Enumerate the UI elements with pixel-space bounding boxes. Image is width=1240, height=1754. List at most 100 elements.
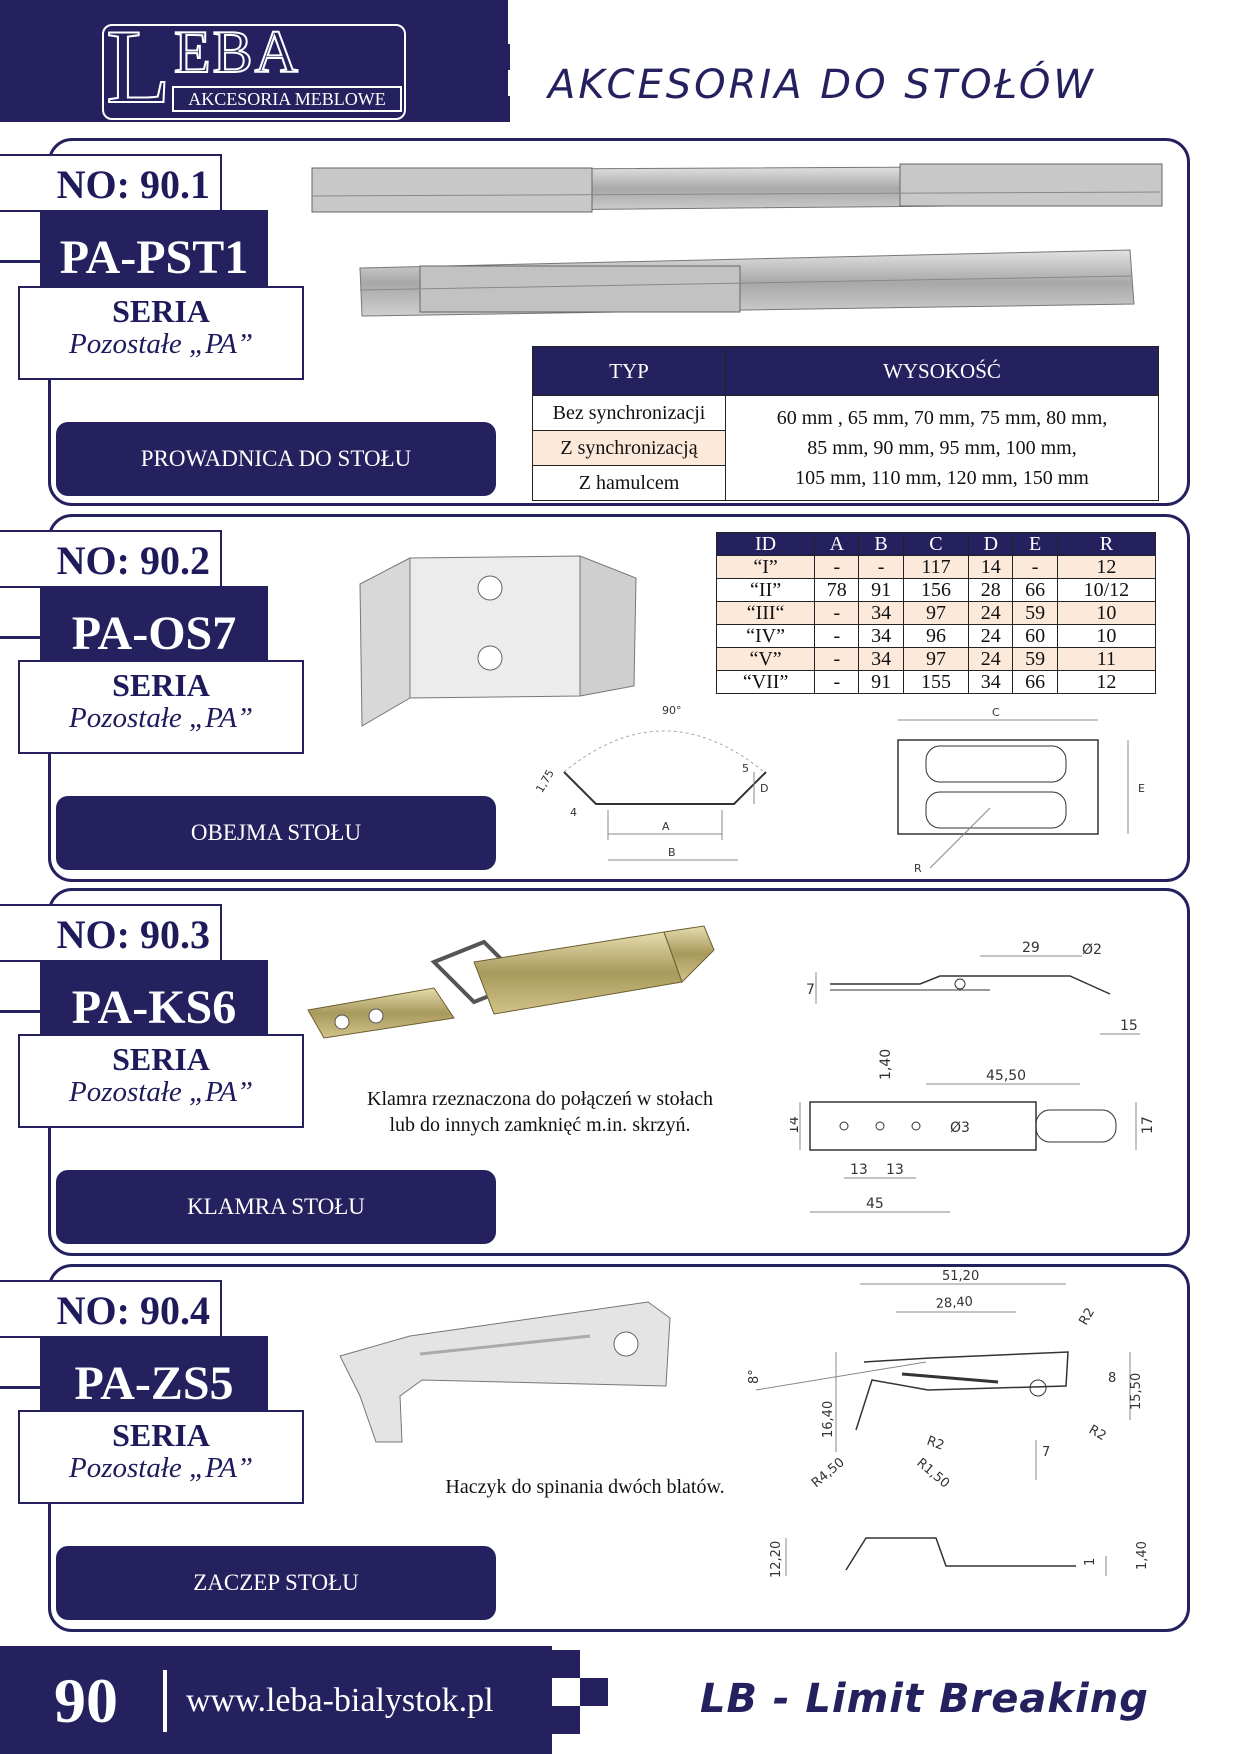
table-header: A — [814, 532, 860, 556]
slogan: LB - Limit Breaking — [700, 1676, 1149, 1722]
table-cell: - — [814, 624, 860, 648]
table-cell: 11 — [1056, 647, 1157, 671]
table-cell: 60 mm , 65 mm, 70 mm, 75 mm, 80 mm, 85 m… — [725, 395, 1159, 501]
table-cell: “VII” — [715, 670, 816, 694]
dim-label: 1,40 — [1135, 1541, 1150, 1570]
dim-label: 45,50 — [986, 1068, 1026, 1084]
header-banner — [0, 0, 508, 122]
table-cell: 155 — [902, 670, 970, 694]
table-cell: 12 — [1056, 555, 1157, 579]
dim-label: R1,50 — [913, 1456, 952, 1492]
dim-label: 14 — [790, 1116, 802, 1134]
product-name: ZACZEP STOŁU — [56, 1546, 496, 1620]
dim-label: 16,40 — [821, 1401, 836, 1438]
height-line: 60 mm , 65 mm, 70 mm, 75 mm, 80 mm, — [776, 407, 1108, 429]
divider — [0, 1010, 42, 1013]
caption-line: Klamra rzeznaczona do połączeń w stołach — [367, 1088, 713, 1110]
seria-box: SERIA Pozostałe „PA” — [18, 1034, 304, 1128]
page-number: 90 — [54, 1665, 118, 1736]
table-cell: - — [814, 555, 860, 579]
table-cell: 96 — [902, 624, 970, 648]
dim-label: R4,50 — [809, 1455, 848, 1491]
seria-title: SERIA — [112, 1041, 210, 1077]
decor-square — [484, 96, 510, 122]
table-cell: 24 — [968, 647, 1014, 671]
dim-label: R2 — [1076, 1306, 1098, 1328]
dim-label: 13 — [886, 1162, 904, 1178]
dim-label: B — [668, 846, 676, 859]
product-name: PROWADNICA DO STOŁU — [56, 422, 496, 496]
decor-square — [456, 70, 484, 98]
dim-label: Ø2 — [1082, 942, 1102, 958]
table-header: C — [902, 532, 970, 556]
seria-name: Pozostałe „PA” — [69, 1076, 253, 1108]
product-number: NO: 90.3 — [0, 904, 222, 962]
table-header: B — [858, 532, 904, 556]
table-cell: “IV” — [715, 624, 816, 648]
seria-box: SERIA Pozostałe „PA” — [18, 660, 304, 754]
dim-label: A — [662, 820, 670, 833]
table-cell: 34 — [858, 601, 904, 625]
product-name: OBEJMA STOŁU — [56, 796, 496, 870]
dim-label: Ø3 — [950, 1120, 970, 1136]
product-caption: Klamra rzeznaczona do połączeń w stołach… — [330, 1086, 750, 1138]
latch-drawing: 29 Ø2 7 15 1,40 45,50 14 Ø3 17 13 13 45 — [790, 940, 1156, 1213]
dim-label: R2 — [1086, 1422, 1108, 1444]
dim-label: D — [760, 782, 768, 795]
divider — [0, 260, 42, 263]
table-cell: “V” — [715, 647, 816, 671]
decor-square — [552, 1706, 580, 1734]
latch-image — [307, 925, 715, 1039]
website-link[interactable]: www.leba-bialystok.pl — [186, 1682, 494, 1719]
dim-label: 5 — [742, 762, 749, 775]
table-header: E — [1012, 532, 1058, 556]
seria-name: Pozostałe „PA” — [69, 328, 253, 360]
caption-line: lub do innych zamknięć m.in. skrzyń. — [389, 1114, 691, 1136]
dim-label: R — [914, 862, 922, 875]
dim-label: E — [1138, 782, 1145, 795]
dim-label: 45 — [866, 1196, 884, 1212]
table-header: ID — [715, 532, 816, 556]
table-cell: “III“ — [715, 601, 816, 625]
table-header: R — [1056, 532, 1157, 556]
table-cell: 59 — [1012, 647, 1058, 671]
table-cell: 91 — [858, 578, 904, 602]
seria-title: SERIA — [112, 1417, 210, 1453]
height-line: 85 mm, 90 mm, 95 mm, 100 mm, — [807, 437, 1077, 459]
seria-title: SERIA — [112, 667, 210, 703]
table-header: WYSOKOŚĆ — [725, 346, 1159, 396]
height-line: 105 mm, 110 mm, 120 mm, 150 mm — [795, 467, 1089, 489]
dim-label: 12,20 — [769, 1541, 784, 1578]
product-number: NO: 90.1 — [0, 154, 222, 212]
decor-square — [484, 44, 510, 70]
decor-square — [552, 1650, 580, 1678]
dim-label: 7 — [806, 982, 815, 998]
table-cell: “I” — [715, 555, 816, 579]
table-cell: - — [1012, 555, 1058, 579]
decor-square — [580, 1678, 608, 1706]
divider — [163, 1670, 167, 1732]
dim-label: 15 — [1120, 1018, 1138, 1034]
seria-name: Pozostałe „PA” — [69, 702, 253, 734]
table-cell: 78 — [814, 578, 860, 602]
logo-subtitle: AKCESORIA MEBLOWE — [172, 86, 402, 112]
dim-label: 1 — [1083, 1558, 1098, 1566]
logo-text: EBA — [173, 19, 300, 85]
dim-label: 90° — [662, 704, 682, 717]
table-cell: 66 — [1012, 670, 1058, 694]
seria-title: SERIA — [112, 293, 210, 329]
table-header: D — [968, 532, 1014, 556]
table-header: TYP — [532, 346, 726, 396]
table-cell: 97 — [902, 601, 970, 625]
bracket-profile-drawing: 90° 1,75 4 5 A B D — [534, 704, 768, 861]
dim-label: 1,40 — [878, 1049, 894, 1080]
dim-label: 1,75 — [534, 767, 557, 795]
hook-drawing: 51,20 28,40 R2 8° 8 15,50 16,40 R2 R2 R4… — [747, 1270, 1150, 1578]
height-table: TYP WYSOKOŚĆ Bez synchronizacji 60 mm , … — [532, 346, 1159, 501]
table-cell: 14 — [968, 555, 1014, 579]
